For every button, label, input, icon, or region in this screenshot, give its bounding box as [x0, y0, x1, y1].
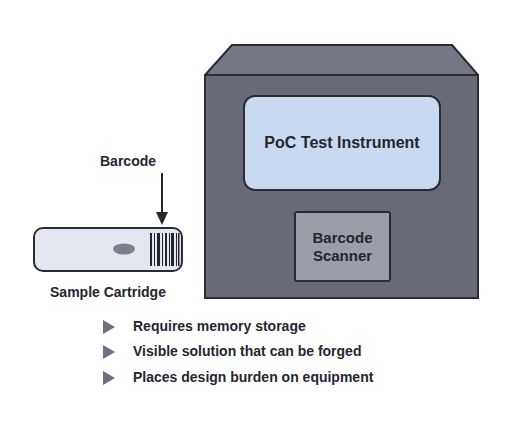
sample-well — [113, 244, 135, 255]
barcode-symbol — [150, 233, 180, 266]
instrument-top — [205, 45, 478, 75]
barcode-pointer-arrow — [156, 173, 168, 225]
sample-cartridge: Sample Cartridge — [33, 227, 183, 303]
node-outline-rect — [244, 96, 440, 190]
part-label: Barcode — [100, 153, 156, 170]
node-outline-rect — [295, 212, 390, 281]
node-outline — [33, 227, 183, 272]
node-label: PoC Test Instrument — [243, 95, 441, 191]
instrument-body — [205, 75, 478, 298]
node-label: Barcode Scanner — [294, 211, 391, 282]
scanner-box: Barcode Scanner — [294, 211, 391, 282]
node-label: Sample Cartridge — [33, 282, 183, 302]
bullet-note: Requires memory storage — [133, 318, 306, 335]
bullet-note: Visible solution that can be forged — [133, 343, 361, 360]
bullet-marker — [103, 320, 115, 385]
bullet-note: Places design burden on equipment — [133, 369, 373, 386]
display-panel: PoC Test Instrument — [243, 95, 441, 191]
node-outline-rect — [34, 228, 182, 271]
